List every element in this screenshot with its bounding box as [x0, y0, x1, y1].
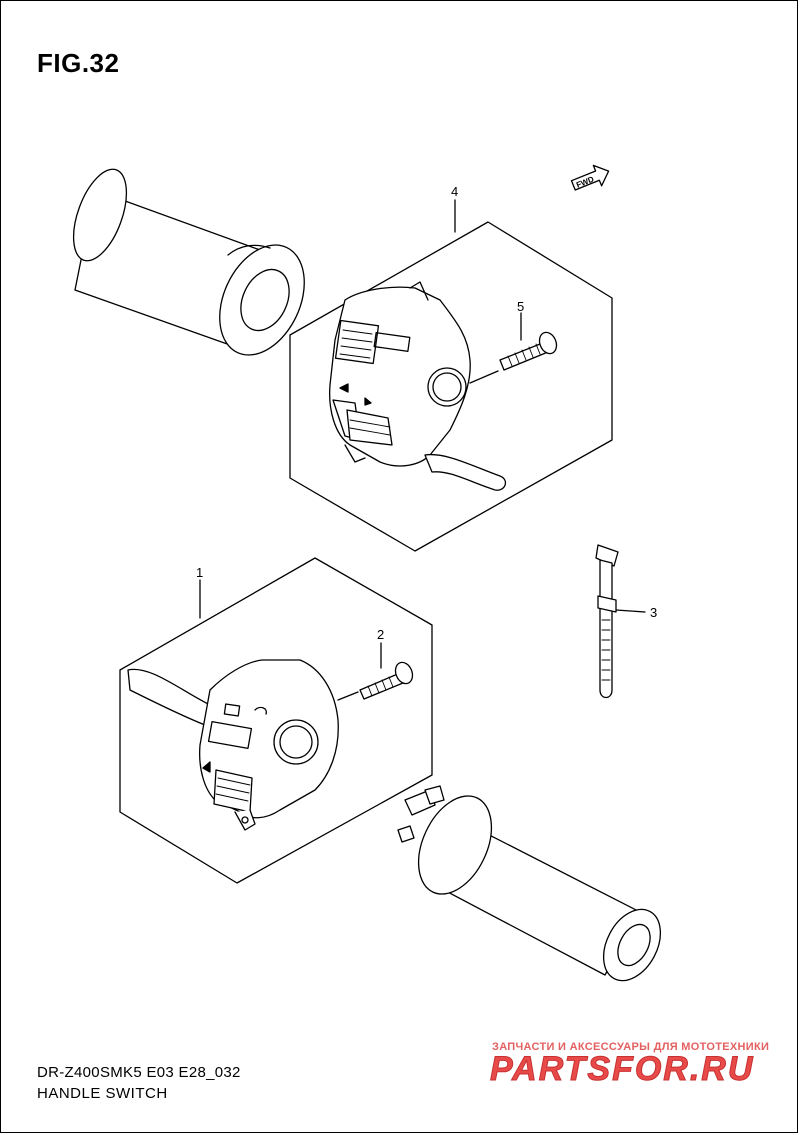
watermark-logo: PARTSFOR.RU [489, 1050, 755, 1089]
handlebar-grip-left [72, 168, 305, 356]
callout-5: 5 [517, 299, 524, 314]
figure-title: FIG.32 [37, 48, 120, 78]
left-switch-group [119, 557, 433, 884]
fwd-arrow-icon: FWD [570, 164, 610, 191]
callout-4: 4 [451, 184, 458, 199]
watermark-tagline: ЗАПЧАСТИ И АКСЕССУАРЫ ДЛЯ МОТОТЕХНИКИ [492, 1041, 770, 1053]
handlebar-grip-right [397, 785, 662, 982]
cable-tie [595, 544, 646, 699]
callout-3: 3 [650, 605, 657, 620]
model-code: DR-Z400SMK5 E03 E28_032 [37, 1064, 241, 1081]
right-switch-group [289, 199, 613, 552]
screw-2 [337, 642, 414, 701]
fwd-label: FWD [575, 175, 595, 190]
right-handle-switch [329, 281, 507, 491]
callout-2: 2 [377, 627, 384, 642]
section-name: HANDLE SWITCH [37, 1085, 168, 1102]
left-handle-switch [127, 659, 339, 831]
screw-5 [469, 312, 558, 384]
callout-1: 1 [196, 565, 203, 580]
